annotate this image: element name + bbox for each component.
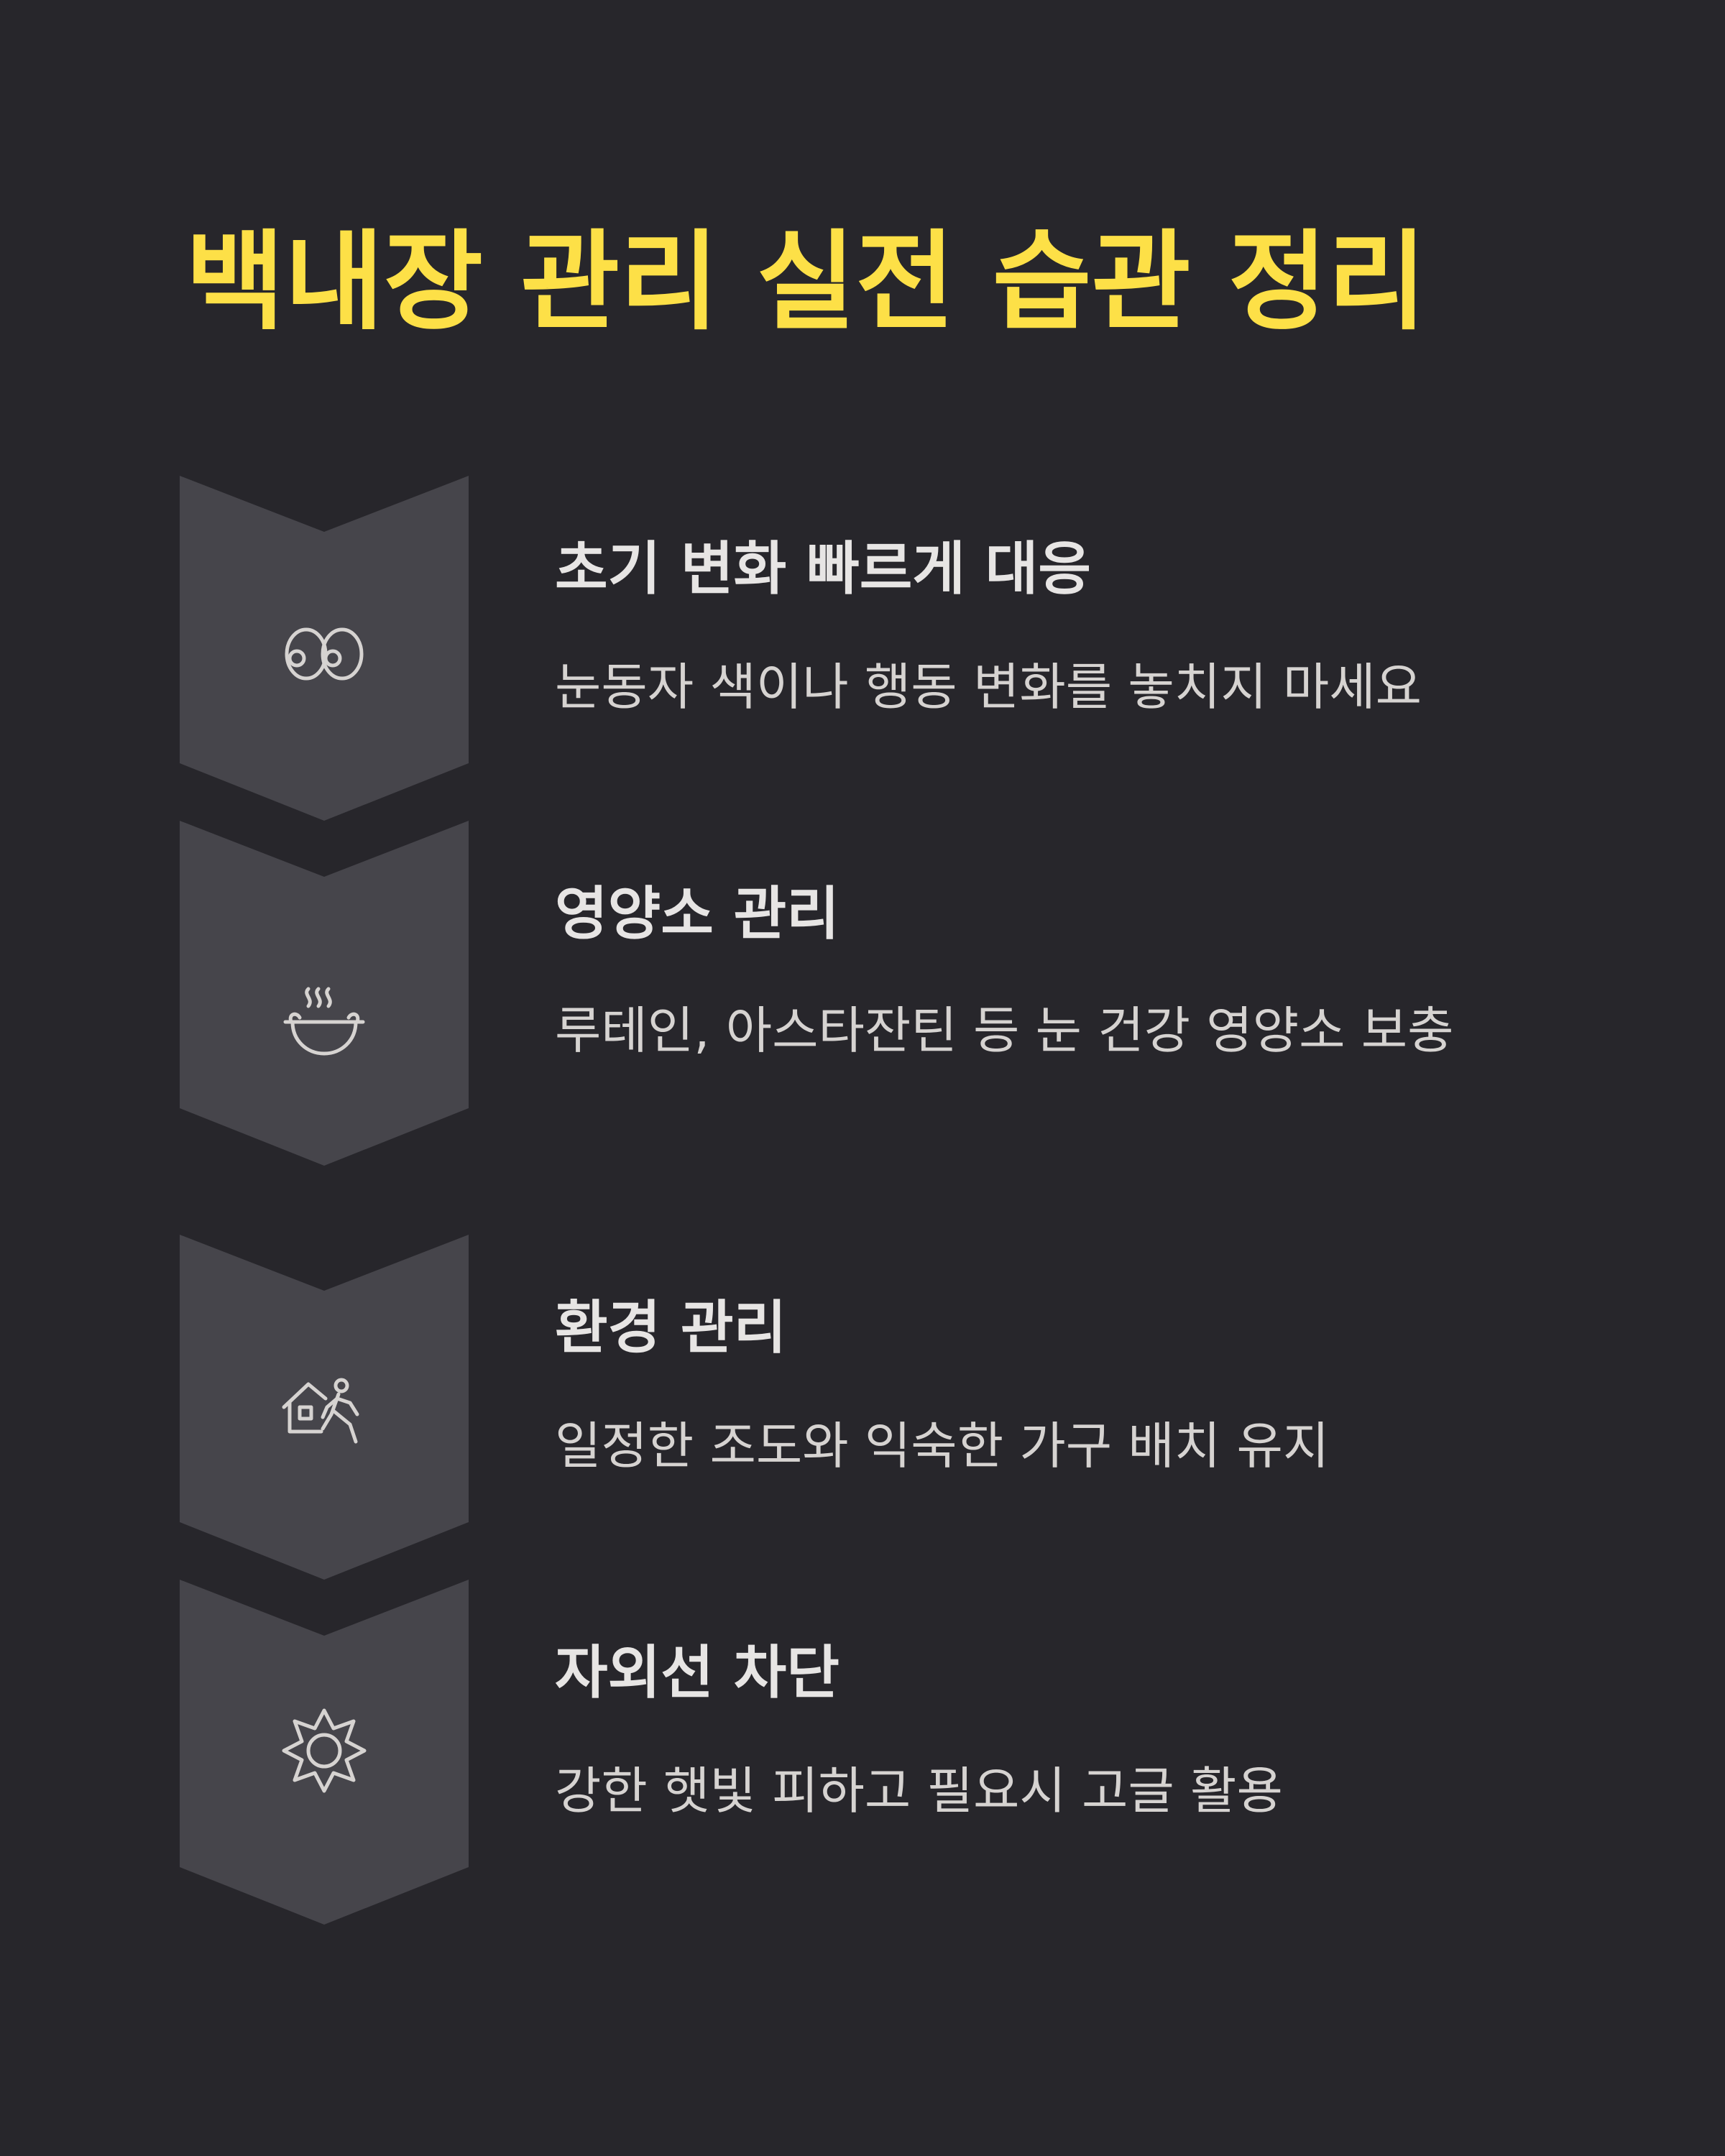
step-description: 루테인, 아스타잔틴 등 눈 건강 영양소 보충	[555, 1001, 1454, 1060]
step-chevron	[180, 1235, 469, 1580]
eyes-icon	[281, 609, 367, 696]
step-chevron	[180, 821, 469, 1166]
step-description: 눈동자 색이나 행동 변화를 놓치지 마세요	[555, 658, 1422, 717]
home-walking-icon	[281, 1367, 367, 1453]
step-description: 강한 햇빛 피하고 필요시 고글 활용	[555, 1761, 1283, 1820]
step-title: 초기 변화 빠르게 대응	[555, 535, 1091, 602]
page-title: 백내장 관리 실전 습관 정리	[185, 220, 1427, 345]
step-chevron	[180, 1580, 469, 1925]
step-title: 영양소 관리	[555, 880, 840, 947]
step-title: 환경 관리	[555, 1294, 787, 1361]
step-title: 자외선 차단	[555, 1639, 840, 1706]
step-description: 일정한 조도와 익숙한 가구 배치 유지	[555, 1416, 1330, 1475]
sun-icon	[281, 1708, 367, 1794]
food-bowl-icon	[281, 983, 367, 1069]
